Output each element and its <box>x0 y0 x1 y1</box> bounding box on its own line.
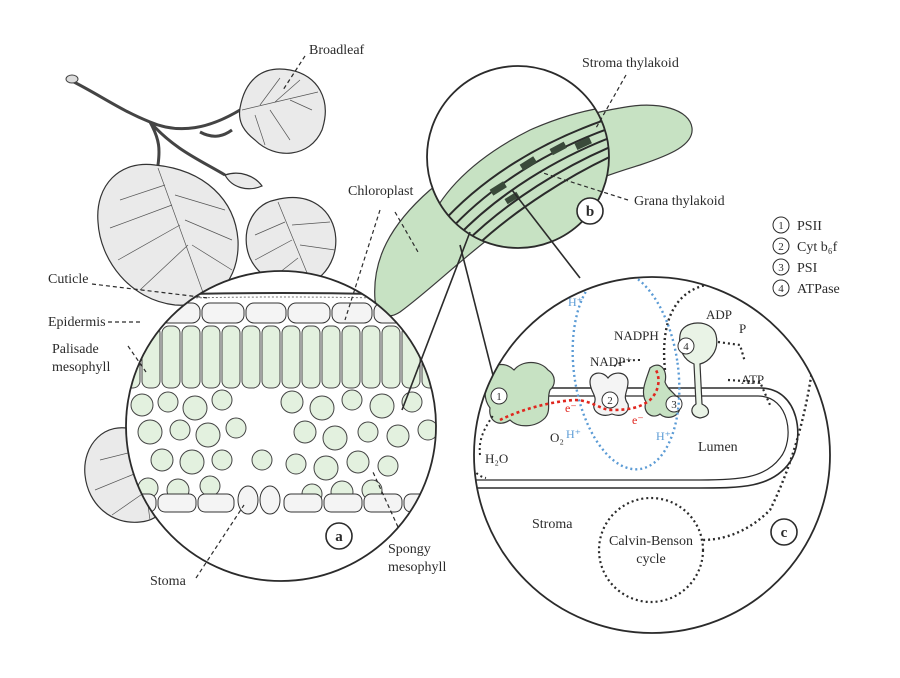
svg-text:4: 4 <box>778 283 784 295</box>
label-grana-thylakoid: Grana thylakoid <box>634 194 725 209</box>
label-electron-1: e⁻ <box>565 401 577 415</box>
label-h-plus-top: H⁺ <box>568 295 583 309</box>
svg-text:c: c <box>781 525 788 541</box>
label-atp: ATP <box>741 372 764 387</box>
label-stoma: Stoma <box>150 574 187 589</box>
label-o2: O₂ <box>550 430 564 445</box>
legend-item-psi: 3 PSI <box>772 258 818 276</box>
marker-cytb6f: 2 <box>607 395 613 407</box>
label-cuticle: Cuticle <box>48 272 88 287</box>
label-calvin-line2: cycle <box>636 552 666 567</box>
label-stroma-thylakoid: Stroma thylakoid <box>582 56 679 71</box>
legend-item-psii: 1 PSII <box>772 216 822 234</box>
label-palisade-line1: Palisade <box>52 342 99 357</box>
label-electron-2: e⁻ <box>632 413 644 427</box>
label-nadph: NADPH <box>614 328 659 343</box>
legend: 1 PSII 2 Cyt b₆f 3 PSI 4 ATPase <box>772 216 840 297</box>
badge-c: c <box>770 518 798 546</box>
label-stroma: Stroma <box>532 517 573 532</box>
label-lumen: Lumen <box>698 440 738 455</box>
label-nadp-plus: NADP⁺ <box>590 354 632 369</box>
svg-text:ATPase: ATPase <box>797 282 840 297</box>
badge-a: a <box>325 522 353 550</box>
circle-a-outline <box>125 270 437 582</box>
marker-atpase: 4 <box>683 341 689 353</box>
label-epidermis: Epidermis <box>48 315 106 330</box>
label-h2o: H₂O <box>485 451 508 466</box>
circle-c-outline <box>473 276 831 634</box>
svg-text:b: b <box>586 204 594 220</box>
marker-psii: 1 <box>496 391 502 403</box>
svg-text:1: 1 <box>778 220 784 232</box>
badge-b: b <box>576 197 604 225</box>
svg-text:PSI: PSI <box>797 261 818 276</box>
label-calvin-line1: Calvin-Benson <box>609 534 693 549</box>
leader-lines <box>91 55 629 579</box>
legend-item-atpase: 4 ATPase <box>772 279 840 297</box>
label-h-plus-bottom: H⁺ <box>566 427 581 441</box>
label-spongy-line1: Spongy <box>388 542 431 557</box>
svg-text:2: 2 <box>778 241 784 253</box>
circle-b-outline <box>426 65 610 249</box>
zoom-connectors <box>401 189 581 411</box>
svg-text:3: 3 <box>778 262 784 274</box>
label-p: P <box>739 321 746 336</box>
marker-psi: 3 <box>671 399 677 411</box>
thylakoid-detail <box>474 277 830 633</box>
svg-text:PSII: PSII <box>797 219 822 234</box>
broadleaf-branch <box>65 68 337 306</box>
legend-item-cytb6f: 2 Cyt b₆f <box>772 237 838 255</box>
label-broadleaf: Broadleaf <box>309 43 365 58</box>
label-adp: ADP <box>706 307 732 322</box>
label-h-plus-right: H⁺ <box>656 429 671 443</box>
svg-text:a: a <box>335 529 343 545</box>
label-chloroplast: Chloroplast <box>348 184 413 199</box>
svg-text:Cyt b₆f: Cyt b₆f <box>797 240 838 255</box>
label-spongy-line2: mesophyll <box>388 560 446 575</box>
label-palisade-line2: mesophyll <box>52 360 110 375</box>
